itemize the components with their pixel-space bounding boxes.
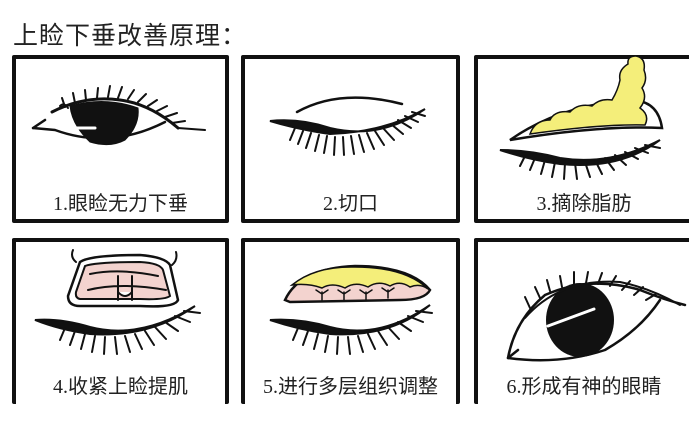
step-6-label: 6.形成有神的眼睛	[506, 376, 662, 398]
incision-eye-icon	[269, 96, 426, 156]
step-1-label: 1.眼睑无力下垂	[53, 193, 188, 215]
bright-eye-icon	[506, 271, 687, 362]
step-4-label: 4.收紧上睑提肌	[53, 376, 188, 398]
diagram-title: 上睑下垂改善原理：	[13, 21, 248, 50]
tighten-muscle-eye-icon	[34, 249, 201, 355]
step-5-label: 5.进行多层组织调整	[263, 376, 438, 398]
step-2-panel: 2.切口	[241, 55, 460, 223]
tissue-layers-eye-icon	[269, 264, 433, 355]
droopy-eye-icon	[31, 85, 206, 146]
step-2-label: 2.切口	[323, 193, 378, 215]
step-3-label: 3.摘除脂肪	[536, 193, 632, 215]
fat-removal-eye-icon	[499, 55, 664, 180]
